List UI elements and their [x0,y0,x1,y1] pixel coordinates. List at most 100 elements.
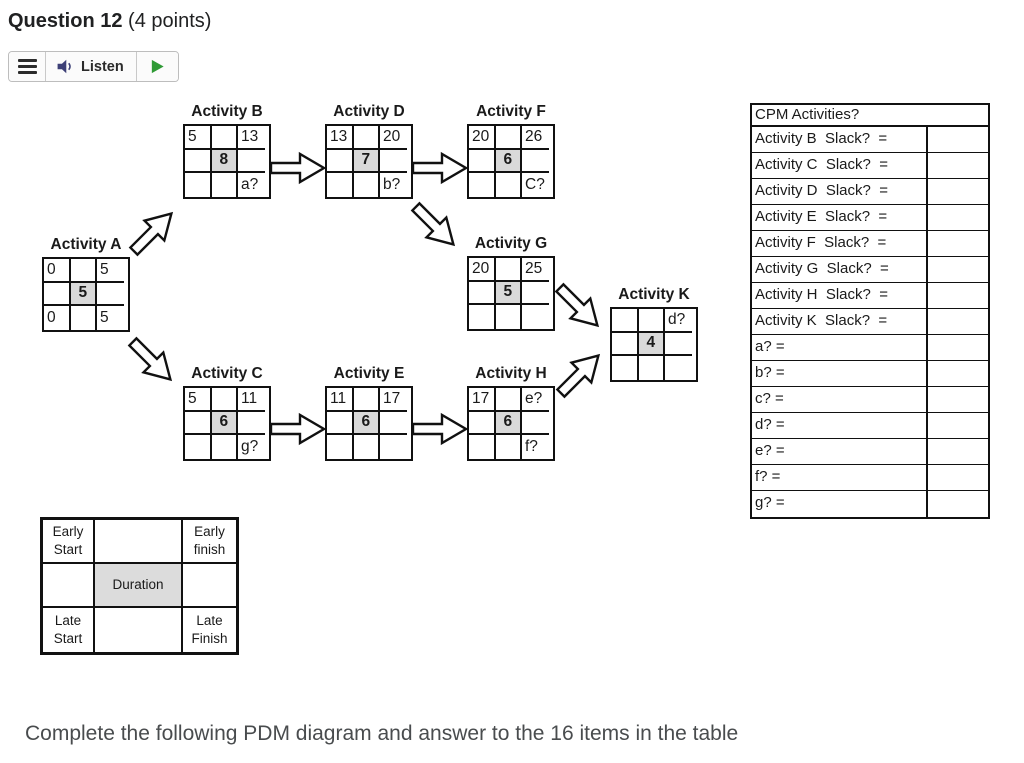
arrow-a-to-c [127,336,173,382]
grid-cell: 17 [380,388,407,412]
listen-button[interactable]: Listen [45,52,136,81]
grid-cell [185,149,212,173]
grid-cell: Late Start [43,608,95,652]
cpm-row-answer-cell [928,439,988,465]
arrow-h-to-k [555,353,601,399]
grid-cell [469,305,496,329]
cpm-row-answer-cell [928,153,988,179]
grid-cell: 0 [44,259,71,283]
cpm-row-label: Activity H Slack? = [752,283,928,309]
cpm-row-answer-cell [928,231,988,257]
duration-cell: 4 [638,332,665,356]
grid-cell: 11 [327,388,354,412]
arrow-e-to-h [411,412,469,446]
play-icon [151,59,164,74]
arrow-b-to-d [269,151,327,185]
duration-cell: Duration [95,564,183,608]
activity-f-title: Activity F [476,103,546,120]
activity-e-title: Activity E [333,365,405,382]
cpm-row-answer-cell [928,309,988,335]
cpm-row-label: d? = [752,413,928,439]
grid-cell [353,126,380,150]
duration-cell: 6 [353,411,380,435]
cpm-row-label: Activity E Slack? = [752,205,928,231]
grid-cell: Early finish [183,520,236,564]
cpm-row-label: a? = [752,335,928,361]
grid-cell: e? [522,388,549,412]
cpm-row-label: c? = [752,387,928,413]
cpm-row-answer-cell [928,491,988,517]
grid-cell [496,435,522,459]
arrow-g-to-k [554,282,600,328]
cpm-row-label: Activity C Slack? = [752,153,928,179]
grid-cell [469,149,496,173]
grid-cell [327,435,354,459]
cpm-row-label: Activity D Slack? = [752,179,928,205]
grid-cell [496,173,522,197]
activity-c-title: Activity C [191,365,263,382]
grid-cell: Early Start [43,520,95,564]
toolbar-menu-button[interactable] [9,52,45,81]
cpm-row-answer-cell [928,335,988,361]
duration-cell: 7 [353,149,380,173]
grid-cell [612,332,639,356]
grid-cell [380,435,407,459]
cpm-row-answer-cell [928,361,988,387]
grid-cell [71,306,97,330]
duration-cell: 6 [211,411,238,435]
grid-cell: Late Finish [191,613,228,646]
grid-cell: 11 [238,388,265,412]
cpm-row-answer-cell [928,205,988,231]
grid-cell: 13 [327,126,354,150]
cpm-row-label: e? = [752,439,928,465]
cpm-row-answer-cell [928,179,988,205]
activity-h-title: Activity H [475,365,547,382]
grid-cell [95,520,183,564]
grid-cell [496,305,522,329]
cpm-row-answer-cell [928,127,988,153]
activity-k-grid: d?4 [610,307,698,382]
grid-cell: 0 [44,306,71,330]
duration-cell: 5 [70,282,97,306]
grid-cell [522,305,549,329]
grid-cell: b? [383,175,401,193]
grid-cell [212,173,238,197]
grid-cell [380,150,407,173]
grid-cell: 5 [185,126,212,150]
grid-cell: 17 [469,388,496,412]
cpm-row-answer-cell [928,465,988,491]
grid-cell [495,388,522,412]
grid-cell [469,173,496,197]
grid-cell [238,412,265,435]
listen-toolbar: Listen [8,51,179,82]
grid-cell: f? [525,437,538,455]
grid-cell: 26 [522,126,549,150]
cpm-table: CPM Activities? Activity B Slack? =Activ… [750,103,990,519]
grid-cell [638,309,665,333]
grid-cell [212,435,238,459]
grid-cell [44,282,71,306]
grid-cell [469,411,496,435]
cpm-row-answer-cell [928,257,988,283]
grid-cell: 13 [238,126,265,150]
grid-cell [183,564,236,608]
grid-cell [354,435,380,459]
grid-cell: a? [241,175,259,193]
play-button[interactable] [135,52,178,81]
arrow-d-to-f [411,151,469,185]
grid-cell [185,411,212,435]
activity-g-title: Activity G [474,235,548,252]
grid-cell: 20 [380,126,407,150]
grid-cell [211,126,238,150]
